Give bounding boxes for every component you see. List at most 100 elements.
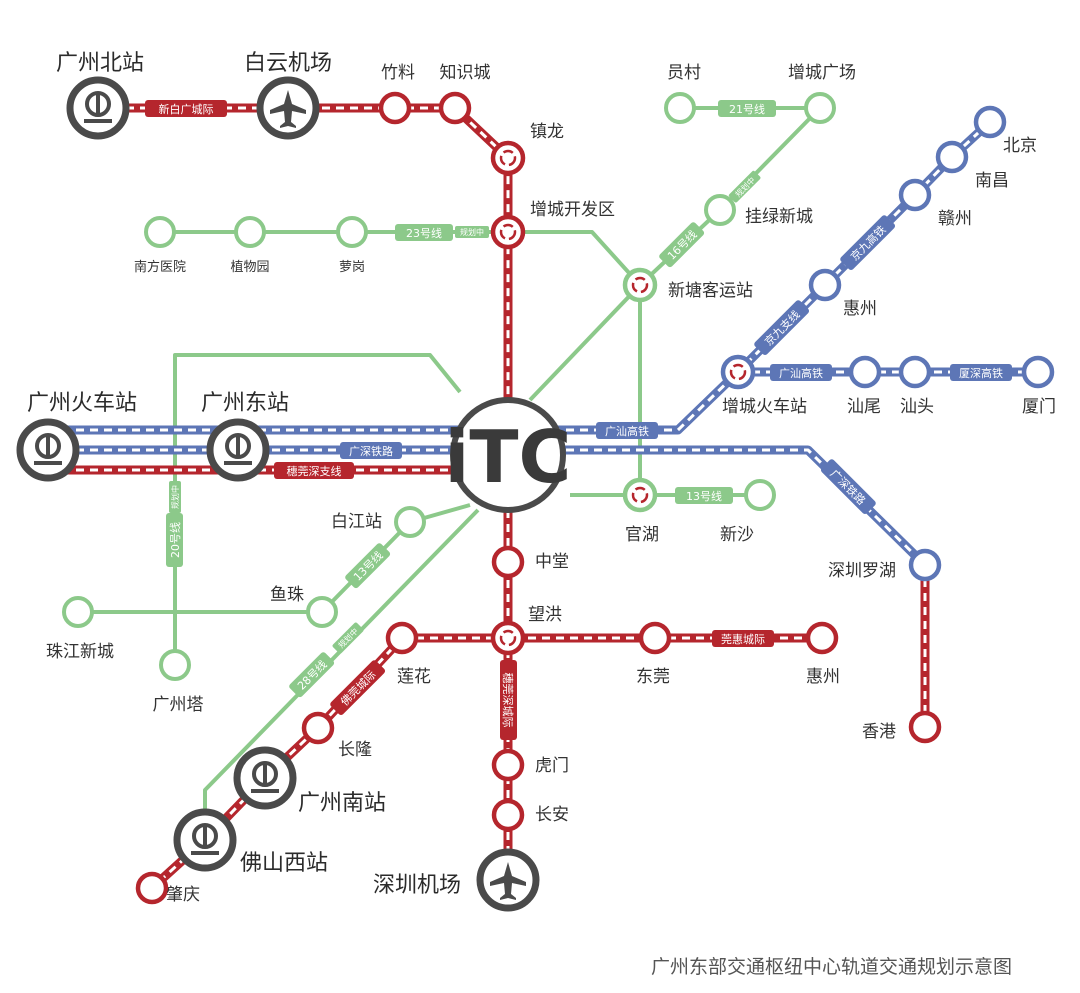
station-nanfang[interactable] xyxy=(144,216,176,248)
label-lianhua: 莲花 xyxy=(397,667,431,687)
train-icon xyxy=(251,761,279,793)
station-xiamen[interactable] xyxy=(1021,355,1055,389)
station-zjxc[interactable] xyxy=(62,596,94,628)
label-szjc: 深圳机场 xyxy=(373,873,461,898)
label-luogang: 萝岗 xyxy=(339,260,365,275)
tag-line23: 23号线 xyxy=(406,226,442,240)
label-zhenlong: 镇龙 xyxy=(530,122,564,142)
label-xintang: 新塘客运站 xyxy=(668,281,753,301)
station-zhuliao[interactable] xyxy=(378,91,412,125)
itc-hub[interactable] xyxy=(450,397,566,513)
station-beijing[interactable] xyxy=(973,105,1007,139)
station-changan[interactable] xyxy=(491,798,525,832)
label-gz-north: 广州北站 xyxy=(56,51,144,76)
station-dongguan[interactable] xyxy=(638,621,672,655)
station-zckfq[interactable] xyxy=(490,214,526,250)
tag-line20: 20号线 xyxy=(168,522,182,558)
label-ganzhou: 赣州 xyxy=(938,209,972,229)
label-gzhcz: 广州火车站 xyxy=(27,391,137,416)
station-shanwei[interactable] xyxy=(848,355,882,389)
station-lianhua[interactable] xyxy=(385,621,419,655)
transfer-icon xyxy=(499,629,517,647)
label-xiamen: 厦门 xyxy=(1022,397,1056,417)
label-zcgc: 增城广场 xyxy=(788,63,856,83)
label-changlong: 长隆 xyxy=(338,740,372,760)
label-gznz: 广州南站 xyxy=(298,791,386,816)
map-title: 广州东部交通枢纽中心轨道交通规划示意图 xyxy=(651,956,1012,978)
tag-guangshan2: 广汕高铁 xyxy=(605,424,649,438)
station-wanghong[interactable] xyxy=(490,620,526,656)
station-xinsha[interactable] xyxy=(744,479,776,511)
label-zjxc: 珠江新城 xyxy=(46,642,114,662)
tag-suiguan: 穗莞深支线 xyxy=(287,464,342,478)
station-xintang[interactable] xyxy=(622,267,658,303)
station-nanchang[interactable] xyxy=(935,140,969,174)
tag-jingjiu: 京九高铁 xyxy=(847,222,888,263)
label-gzt: 广州塔 xyxy=(153,695,204,715)
tag-guangshen2: 广深铁路 xyxy=(827,467,867,507)
tag-l23-plan: 规划中 xyxy=(460,227,484,237)
tag-line21: 21号线 xyxy=(729,102,765,116)
transfer-icon xyxy=(631,486,649,504)
station-zhenlong[interactable] xyxy=(490,140,526,176)
label-nanfang: 南方医院 xyxy=(134,259,186,275)
label-gualv: 挂绿新城 xyxy=(745,207,813,227)
tag-guangshen1: 广深铁路 xyxy=(349,445,393,458)
station-huizhou-n[interactable] xyxy=(808,268,842,302)
transfer-icon xyxy=(729,363,747,381)
line-xintang-itc[interactable] xyxy=(528,283,642,402)
rail-hubs xyxy=(16,76,540,912)
label-dongguan: 东莞 xyxy=(636,667,670,687)
line-23[interactable] xyxy=(160,230,642,287)
station-humen[interactable] xyxy=(491,748,525,782)
label-huizhou-s: 惠州 xyxy=(806,667,840,687)
tag-xiashen: 厦深高铁 xyxy=(959,366,1003,380)
station-zhishi[interactable] xyxy=(438,91,472,125)
airplane-icon xyxy=(270,90,306,128)
tag-guanhui: 莞惠城际 xyxy=(721,632,765,646)
station-zchcz[interactable] xyxy=(720,354,756,390)
tag-suiguan-cj: 穗莞深城际 xyxy=(501,673,514,728)
label-wanghong: 望洪 xyxy=(528,605,562,625)
station-changlong[interactable] xyxy=(301,711,335,745)
airplane-icon xyxy=(490,862,526,900)
station-luogang[interactable] xyxy=(336,216,368,248)
itc-logo: iTC xyxy=(445,415,572,499)
label-zhuliao: 竹料 xyxy=(381,63,415,83)
station-zhaoqing[interactable] xyxy=(135,871,169,905)
label-zchcz: 增城火车站 xyxy=(722,397,807,417)
station-xianggang[interactable] xyxy=(908,710,942,744)
station-szlh[interactable] xyxy=(908,548,942,582)
label-humen: 虎门 xyxy=(535,756,569,776)
label-guanhu: 官湖 xyxy=(625,525,659,545)
station-yuzhu[interactable] xyxy=(306,596,338,628)
label-baiyun: 白云机场 xyxy=(244,51,332,76)
label-fsxz: 佛山西站 xyxy=(240,851,328,876)
tag-jingjiu-zhi: 京九支线 xyxy=(761,307,802,348)
station-zcgc[interactable] xyxy=(804,92,836,124)
interchange-red xyxy=(490,140,526,656)
train-icon xyxy=(84,91,112,123)
label-zhongtang: 中堂 xyxy=(535,552,569,572)
station-gualv[interactable] xyxy=(704,194,736,226)
station-baijiang[interactable] xyxy=(394,506,426,538)
station-shantou[interactable] xyxy=(898,355,932,389)
label-szlh: 深圳罗湖 xyxy=(828,561,896,581)
label-shantou: 汕头 xyxy=(900,397,934,417)
line-guangshan[interactable] xyxy=(48,368,742,435)
label-zhaoqing: 肇庆 xyxy=(166,885,200,905)
label-nanchang: 南昌 xyxy=(975,171,1009,191)
stations: iTC xyxy=(16,76,1055,912)
label-xianggang: 香港 xyxy=(862,722,896,742)
station-guanhu[interactable] xyxy=(622,477,658,513)
label-baijiang: 白江站 xyxy=(331,512,382,532)
station-zhongtang[interactable] xyxy=(491,545,525,579)
station-ganzhou[interactable] xyxy=(898,178,932,212)
label-beijing: 北京 xyxy=(1003,136,1037,156)
station-yuancun[interactable] xyxy=(664,92,696,124)
station-gzt[interactable] xyxy=(159,649,191,681)
label-yuancun: 员村 xyxy=(667,63,701,83)
station-huizhou-s[interactable] xyxy=(805,621,839,655)
station-zhiwu[interactable] xyxy=(234,216,266,248)
